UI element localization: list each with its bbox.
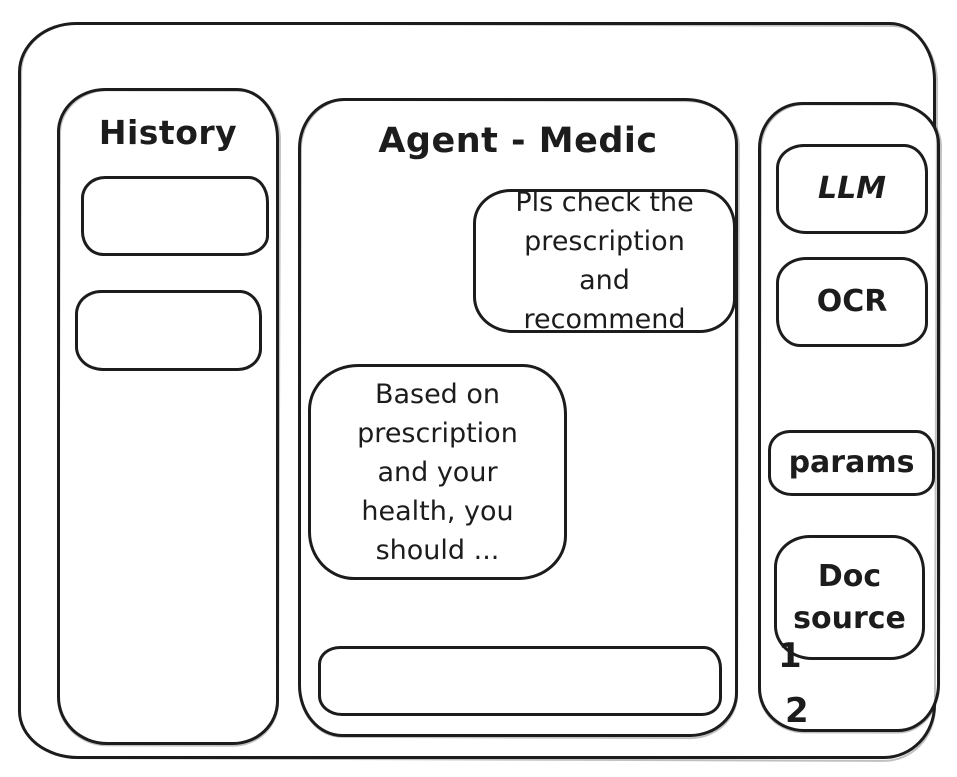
ocr-button[interactable]: OCR — [776, 257, 928, 347]
chat-panel: Agent - Medic Pls check the prescription… — [298, 98, 738, 737]
history-item[interactable] — [75, 290, 262, 371]
chat-input[interactable] — [318, 646, 722, 716]
history-title: History — [98, 113, 238, 152]
chat-title: Agent - Medic — [378, 121, 658, 161]
doc-source-button[interactable]: Doc source — [774, 535, 925, 660]
agent-message-bubble: Based on prescription and your health, y… — [308, 364, 567, 580]
doc-source-item-2[interactable]: 2 — [785, 691, 809, 731]
history-panel: History — [57, 88, 279, 745]
doc-source-item-1[interactable]: 1 — [778, 636, 802, 676]
user-message-bubble: Pls check the prescription and recommend — [473, 187, 736, 335]
app-frame: History Agent - Medic Pls check the pres… — [18, 22, 940, 759]
llm-button[interactable]: LLM — [776, 144, 928, 234]
params-button[interactable]: params — [768, 430, 935, 496]
tools-panel: LLM OCR params Doc source 1 2 — [758, 102, 940, 732]
history-item[interactable] — [81, 176, 269, 256]
